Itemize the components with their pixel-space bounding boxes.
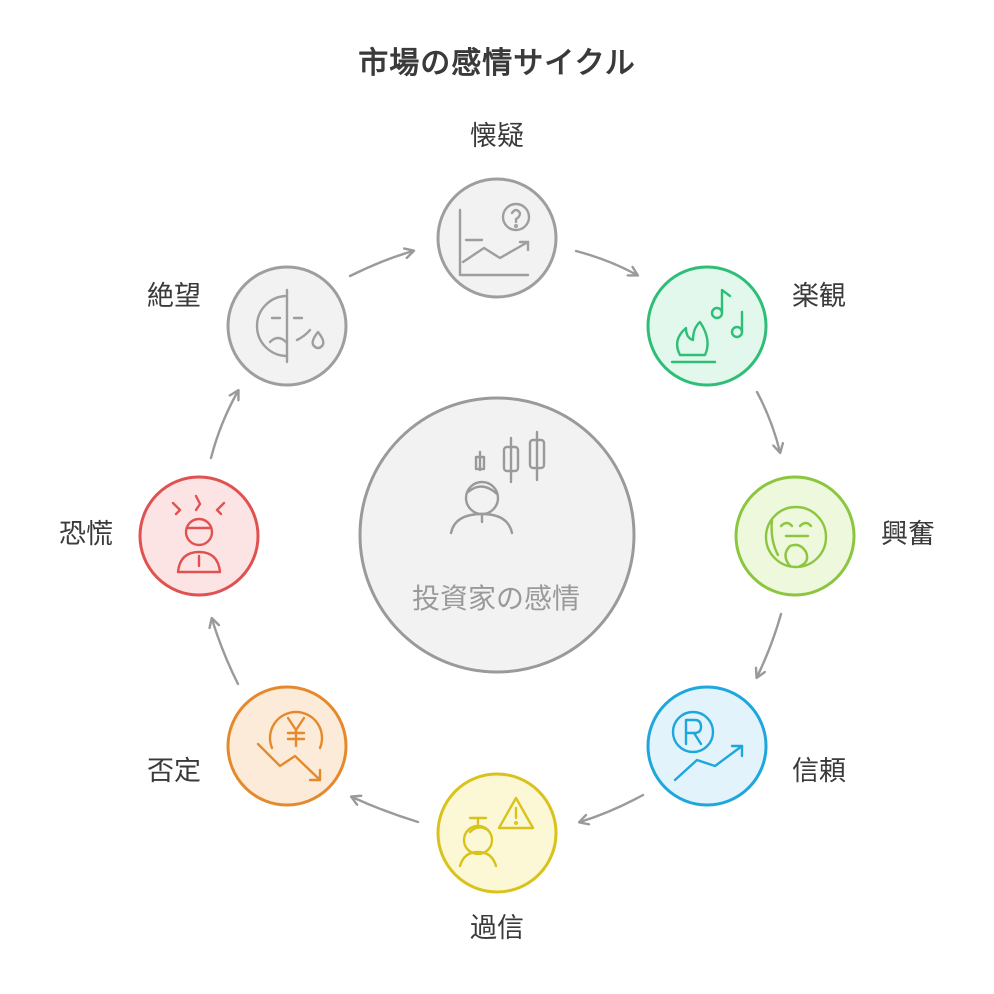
arrow-kofun-to-shinrai: [757, 612, 783, 677]
arrow-zetsubo-to-kaigi: [348, 251, 413, 278]
diagram-title: 市場の感情サイクル: [358, 46, 636, 81]
arrow-rakkan-to-kofun: [755, 390, 780, 452]
cycle-arrows: [211, 251, 781, 822]
stage-node-rakkan: [646, 265, 768, 387]
stage-node-shinrai: [646, 685, 768, 807]
arrow-hitei-to-kyoko: [212, 619, 240, 686]
yen-decline-icon: [256, 710, 324, 782]
stage-node-kashin: [436, 772, 558, 894]
coin-growth-icon: [671, 710, 744, 782]
investor-candlestick-icon: [449, 430, 546, 535]
arrow-kyoko-to-zetsubo: [209, 391, 238, 460]
stage-node-hitei: [226, 685, 348, 807]
stage-node-kofun: [734, 475, 856, 597]
stage-label-kofun: 興奮: [881, 519, 935, 550]
center-node: [358, 396, 636, 674]
stage-label-zetsubo: 絶望: [147, 281, 201, 312]
stage-label-kaigi: 懐疑: [470, 121, 524, 152]
person-warning-icon: [458, 796, 535, 868]
sad-face-tear-icon: [255, 288, 325, 364]
panic-person-icon: [171, 494, 226, 574]
arrow-kaigi-to-rakkan: [574, 249, 637, 275]
stage-label-kashin: 過信: [470, 913, 524, 944]
stage-node-kaigi: [436, 177, 558, 299]
stage-node-kyoko: [138, 475, 260, 597]
stage-label-shinrai: 信頼: [792, 756, 846, 787]
arrow-kashin-to-hitei: [352, 797, 420, 824]
excited-face-icon: [764, 505, 828, 569]
chart-question-icon: [458, 202, 531, 277]
stage-label-kyoko: 恐慌: [59, 519, 113, 550]
center-label: 投資家の感情: [411, 582, 580, 615]
arrow-shinrai-to-kashin: [580, 793, 645, 822]
stage-label-rakkan: 楽観: [792, 281, 846, 312]
stage-label-hitei: 否定: [147, 756, 201, 787]
campfire-music-icon: [670, 288, 744, 364]
stage-node-zetsubo: [226, 265, 348, 387]
